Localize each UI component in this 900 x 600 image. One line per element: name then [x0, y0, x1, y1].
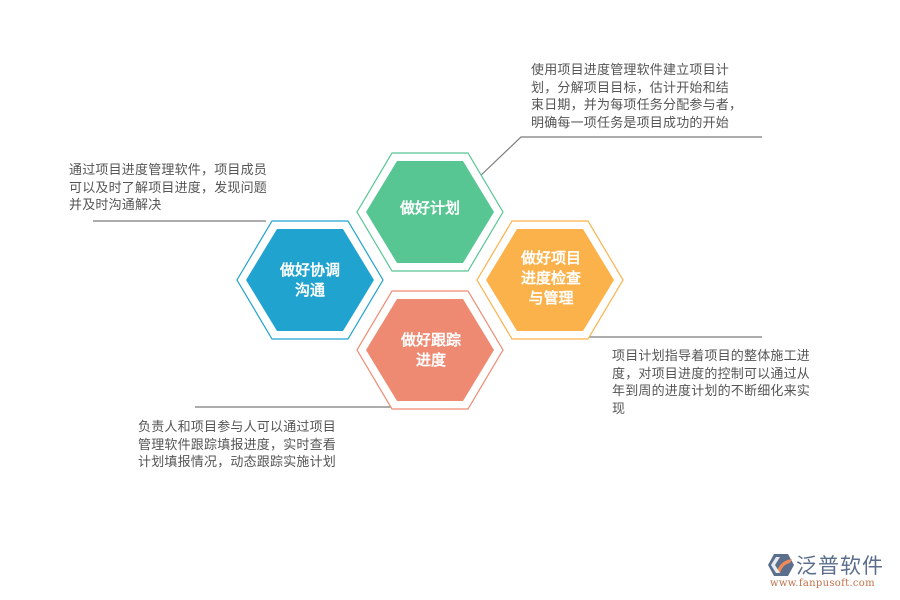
description-track: 负责人和项目参与人可以通过项目 管理软件跟踪填报进度，实时查看 计划填报情况，动… — [138, 420, 337, 470]
node-label-track: 做好跟踪 进度 — [400, 331, 461, 369]
logo-icon — [768, 554, 794, 576]
connector-lines — [93, 136, 762, 408]
hexagon-plan — [356, 152, 504, 272]
logo-name: 泛普软件 — [796, 554, 884, 578]
hexagon-plan-fill — [366, 161, 494, 263]
brand-logo: 泛普软件 www.fanpusoft.com — [768, 551, 898, 595]
description-inspect: 项目计划指导着项目的整体施工进 度，对项目进度的控制可以通过从 年到周的进度计划… — [612, 349, 811, 417]
description-plan: 使用项目进度管理软件建立项目计 划，分解项目目标，估计开始和结 束日期，并为每项… — [531, 63, 743, 131]
hexagon-track-fill — [366, 299, 494, 401]
hexagon-communicate — [236, 220, 384, 340]
logo-url: www.fanpusoft.com — [770, 578, 875, 589]
node-label-plan: 做好计划 — [399, 199, 460, 217]
hexagon-track — [356, 290, 504, 410]
node-label-communicate: 做好协调 沟通 — [279, 261, 340, 299]
hexagon-communicate-fill — [246, 229, 374, 331]
connector-plan — [477, 136, 762, 179]
node-label-inspect: 做好项目 进度检查 与管理 — [520, 249, 581, 307]
hexagon-inspect — [476, 220, 624, 340]
description-communicate: 通过项目进度管理软件，项目成员 可以及时了解项目进度，发现问题 并及时沟通解决 — [69, 163, 268, 213]
hexagon-inspect-fill — [486, 229, 614, 331]
